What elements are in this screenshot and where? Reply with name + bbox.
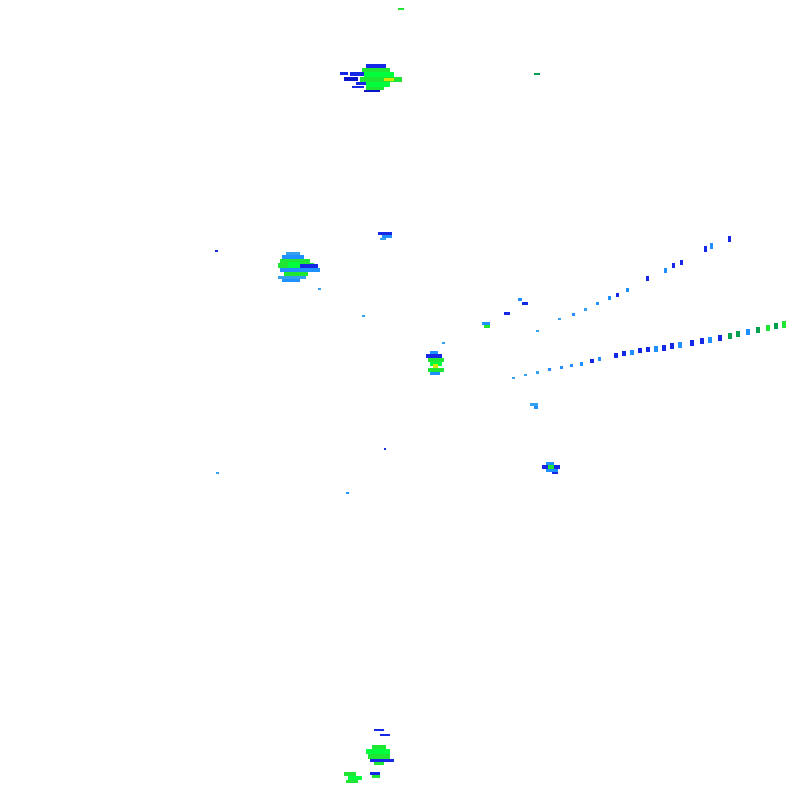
echo-center-cell <box>362 315 445 375</box>
echo-northwest-cell <box>215 250 321 290</box>
echo-southeast-cell <box>542 462 560 474</box>
echo-north-cluster <box>340 8 540 92</box>
echo-isolated-specks <box>216 298 538 494</box>
echo-small-north-speck <box>378 232 392 240</box>
echo-south-cluster <box>344 729 394 783</box>
echo-east-spokes <box>512 236 786 379</box>
